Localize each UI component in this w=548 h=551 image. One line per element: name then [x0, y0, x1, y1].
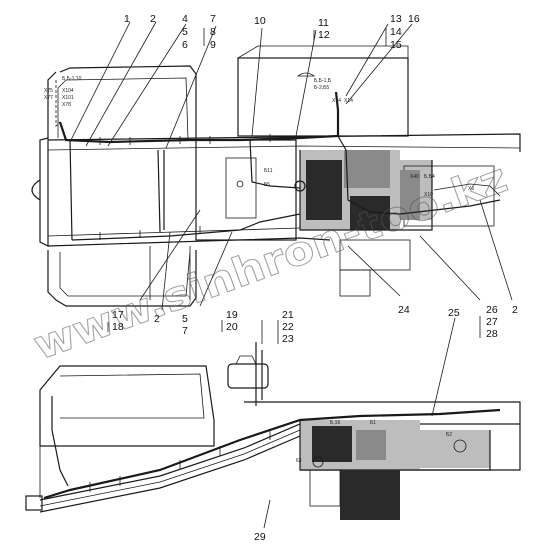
tag-b-b4: Б,Б4 [424, 174, 435, 180]
harness-branch-1 [249, 139, 301, 189]
engine-bay [195, 139, 297, 241]
callout-29: 29 [254, 531, 266, 543]
callout-5-lower: 5 [182, 313, 188, 325]
front-bumper [39, 137, 49, 247]
harness-main [58, 91, 340, 144]
side-view: Б,16 Б1 Б2 63 [25, 342, 521, 520]
harness-branch-3 [55, 80, 61, 127]
callout-2-right: 2 [512, 304, 518, 316]
callout-20: 20 [226, 321, 238, 333]
callout-15: 15 [390, 39, 402, 51]
callout-14: 14 [390, 26, 402, 38]
callout-7: 7 [210, 13, 216, 25]
cargo-body-top [237, 57, 409, 137]
cab-inner-outline [57, 77, 191, 297]
tag-x6: X6 [468, 186, 474, 192]
wheel-arch-front [149, 246, 191, 300]
headlight [31, 179, 41, 201]
dome-lamp [296, 72, 316, 77]
callout-19: 19 [226, 309, 238, 321]
callout-5: 5 [182, 26, 188, 38]
cab-side-window [59, 373, 205, 419]
frame-rail-upper [47, 145, 521, 151]
callout-18: 18 [112, 321, 124, 333]
frame-side-rail-2 [39, 429, 301, 507]
tag-b2-b5: Б-2,Б5 [314, 85, 329, 91]
tag-b5: Б5 [264, 182, 270, 188]
tag-b-b-1-10: Б,Б-1,10 [62, 76, 82, 82]
harness-side-rear [51, 396, 69, 487]
air-cleaner-cap [235, 355, 257, 365]
callout-11: 11 [318, 17, 329, 29]
callout-16: 16 [408, 13, 420, 25]
callout-26: 26 [486, 304, 498, 316]
harness-rear [433, 183, 501, 197]
harness-vertical-left [69, 139, 165, 241]
connector-marks [99, 134, 271, 240]
side-connector-marks [89, 430, 271, 492]
cab-side [39, 365, 215, 447]
callout-10: 10 [254, 15, 266, 27]
tag-b11: Б11 [264, 168, 273, 174]
callout-12: 12 [318, 29, 330, 41]
engine-cluster [294, 150, 495, 297]
tag-x77: X77 [44, 95, 53, 101]
callout-6: 6 [182, 39, 188, 51]
callout-9: 9 [210, 39, 216, 51]
engine-side-cluster [299, 420, 491, 520]
harness-lower [71, 213, 301, 241]
frame-chassis [47, 133, 521, 247]
tag-x10: X10 [424, 192, 433, 198]
callout-4: 4 [182, 13, 188, 25]
harness-side-vertical [255, 342, 263, 406]
cab-outline [47, 65, 197, 307]
front-bumper-side [25, 495, 43, 511]
callout-7-lower: 7 [182, 325, 188, 337]
tag-63: 63 [296, 458, 302, 464]
tag-x75: X75 [44, 88, 53, 94]
tag-x78: X78 [62, 102, 71, 108]
frame-rail-lower [47, 227, 301, 237]
tag-b-b-1-b: Б,Б-1,Б [314, 78, 332, 84]
leader-lines [69, 21, 513, 529]
callout-2: 2 [150, 13, 156, 25]
tag-x101: X101 [62, 95, 74, 101]
callout-8: 8 [210, 26, 216, 38]
callout-21: 21 [282, 309, 294, 321]
tag-x104: X104 [62, 88, 74, 94]
battery-box [225, 157, 257, 219]
callout-25: 25 [448, 307, 460, 319]
tag-x14-a: X14 [332, 98, 341, 104]
watermark: www.sinhron-too.kz [28, 155, 514, 369]
callout-brackets [107, 28, 481, 344]
callout-28: 28 [486, 328, 498, 340]
battery-cap [236, 180, 244, 188]
callout-23: 23 [282, 333, 294, 345]
callout-1: 1 [124, 13, 130, 25]
tag-b2: Б2 [446, 432, 452, 438]
callout-13: 13 [390, 13, 402, 25]
tag-x40: X40 [410, 174, 419, 180]
callout-numbers: 1 2 4 5 6 7 8 9 10 11 12 13 14 15 16 17 … [112, 13, 518, 543]
harness-branch-2 [337, 135, 501, 215]
callout-17: 17 [112, 309, 124, 321]
tag-b-16: Б,16 [330, 420, 340, 426]
callout-22: 22 [282, 321, 294, 333]
callout-2-left: 2 [154, 313, 160, 325]
callout-27: 27 [486, 316, 498, 328]
air-cleaner [227, 363, 269, 389]
cargo-body-step [237, 45, 409, 59]
callout-24: 24 [398, 304, 410, 316]
tag-b1: Б1 [370, 420, 376, 426]
